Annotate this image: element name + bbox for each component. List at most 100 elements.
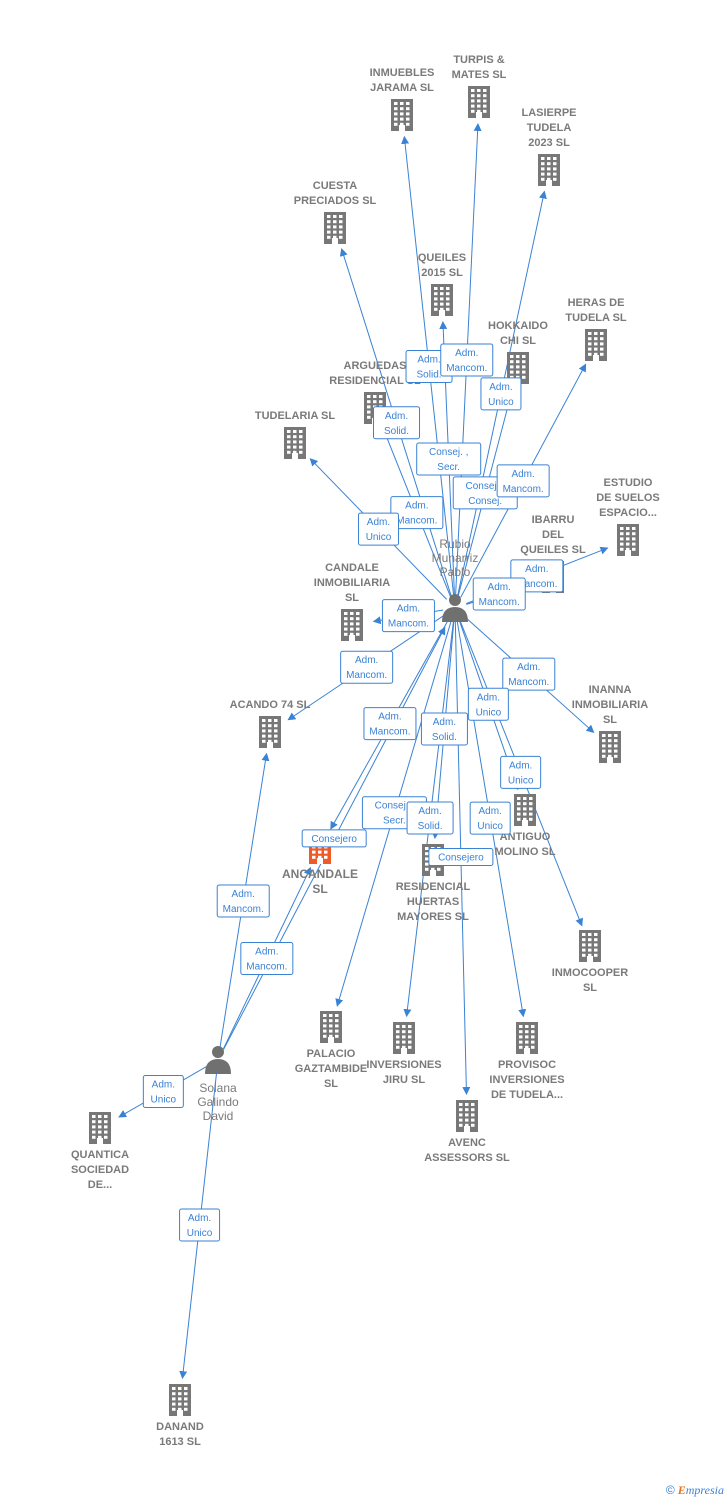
company-name-line: DE... <box>88 1179 112 1191</box>
company-name-line: 2015 SL <box>421 267 463 279</box>
copyright-symbol: © <box>665 1483 675 1497</box>
edge-label-text: Adm. <box>378 712 401 723</box>
edge-label-rubio-residencial[interactable]: Adm.Solid. <box>420 712 468 746</box>
edge-label-solana-danand[interactable]: Adm.Unico <box>179 1208 221 1242</box>
brand-watermark[interactable]: ©Empresia <box>666 1483 724 1498</box>
company-name-line: INMOBILIARIA <box>314 577 390 589</box>
edge-label-text: Adm. <box>525 564 548 575</box>
edge-label-text: Consej. , <box>465 481 504 492</box>
edge-label-rubio-ancandale[interactable]: Adm. Mancom. <box>363 707 417 741</box>
edge-label-solana-acando[interactable]: Adm.Mancom. <box>216 884 270 918</box>
company-name-line: SL <box>603 714 617 726</box>
person-icon <box>205 1046 231 1074</box>
building-icon <box>514 794 536 826</box>
company-name-line: 1613 SL <box>159 1436 201 1448</box>
node-turpis[interactable]: TURPIS &MATES SL <box>452 54 507 118</box>
person-icon <box>442 594 468 622</box>
edge-label-text: Mancom. <box>503 484 544 495</box>
edge-label-rubio-inmocooper[interactable]: Adm.Unico <box>500 755 542 789</box>
company-name-line: ESTUDIO <box>604 477 653 489</box>
company-name-line: INMOCOOPER <box>552 967 628 979</box>
company-name-line: CHI SL <box>500 335 536 347</box>
edge-label-rubio-cuesta[interactable]: Adm.Solid. <box>373 406 421 440</box>
company-name-line: RESIDENCIAL <box>396 881 471 893</box>
edge-label-rubio-jiru[interactable]: Adm.Solid. <box>406 801 454 835</box>
node-tudelaria[interactable]: TUDELARIA SL <box>255 410 336 459</box>
building-icon <box>320 1011 342 1043</box>
company-name-line: JIRU SL <box>383 1074 425 1086</box>
building-icon <box>259 716 281 748</box>
edge-label-text: Adm. <box>418 806 441 817</box>
edge-label-rubio-heras[interactable]: Adm.Mancom. <box>496 464 550 498</box>
node-jiru[interactable]: INVERSIONES JIRU SL <box>366 1022 442 1086</box>
edge-label-text: Mancom. <box>369 727 410 738</box>
edge-label-rubio-inanna[interactable]: Adm. Mancom. <box>502 657 556 691</box>
node-queiles[interactable]: QUEILES 2015 SL <box>418 252 466 316</box>
building-icon <box>284 427 306 459</box>
node-quantica[interactable]: QUANTICASOCIEDADDE... <box>71 1112 129 1191</box>
building-icon <box>431 284 453 316</box>
building-icon <box>456 1100 478 1132</box>
edge-label-rubio-tudelaria[interactable]: Adm.Unico <box>357 512 399 546</box>
edge-label-text: Adm. <box>517 662 540 673</box>
company-name-line: INVERSIONES <box>366 1059 441 1071</box>
edge-label-rubio-avenc[interactable]: Consejero <box>428 848 494 867</box>
brand-initial: E <box>677 1483 686 1497</box>
edge-label-text: Secr. <box>383 816 406 827</box>
edges-layer <box>118 122 609 1380</box>
edge-label-rubio-turpis[interactable]: Adm.Mancom. <box>440 343 494 377</box>
person-name-line: Solana <box>199 1081 237 1095</box>
edge-label-rubio-antiguo[interactable]: Adm.Unico <box>467 687 509 721</box>
edge-label-rubio-candale[interactable]: Adm.Mancom. <box>381 599 435 633</box>
company-name-line: HUERTAS <box>407 896 459 908</box>
building-icon <box>341 609 363 641</box>
edge-label-solana-quantica[interactable]: Adm.Unico <box>142 1075 184 1109</box>
edge-label-text: Adm. <box>152 1080 175 1091</box>
edge-label-text: Adm. <box>367 517 390 528</box>
edge-labels-layer: Adm.Solid.Adm.Mancom.Adm.UnicoAdm.Solid.… <box>142 343 564 1242</box>
edge-label-text: Mancom. <box>223 904 264 915</box>
edge-label-rubio-ibarru[interactable]: Adm.Mancom. <box>472 577 526 611</box>
company-name-line: SL <box>583 982 597 994</box>
edge-label-text: Consejero <box>438 853 484 864</box>
building-icon <box>579 930 601 962</box>
company-name-line: TUDELA <box>527 122 572 134</box>
edge-label-solana-rubio[interactable]: Consejero <box>301 829 367 848</box>
company-name-line: INVERSIONES <box>489 1074 564 1086</box>
node-inmocooper[interactable]: INMOCOOPER SL <box>552 930 628 994</box>
edge-label-text: Unico <box>476 707 502 718</box>
node-acando[interactable]: ACANDO 74 SL <box>230 699 311 748</box>
company-name-line: SL <box>345 592 359 604</box>
edge-label-text: Secr. <box>437 462 460 473</box>
company-name-line: QUEILES <box>418 252 466 264</box>
edge-label-rubio-provisoc[interactable]: Adm.Unico <box>469 801 511 835</box>
edge-label-text: Adm. <box>455 348 478 359</box>
edge-label-text: Mancom. <box>508 677 549 688</box>
edge-label-rubio-acando[interactable]: Adm.Mancom. <box>340 650 394 684</box>
edge-label-solana-ancandale[interactable]: Adm.Mancom. <box>240 942 294 976</box>
edge-label-text: Adm. <box>355 655 378 666</box>
edge-label-text: Adm. <box>405 501 428 512</box>
company-name-line: LASIERPE <box>521 107 576 119</box>
edge-label-rubio-lasierpe[interactable]: Adm.Unico <box>480 377 522 411</box>
edge-label-rubio-queiles[interactable]: Consej. ,Secr. <box>416 442 482 476</box>
edge-label-text: Adm. <box>188 1213 211 1224</box>
edge-label-text: Adm. <box>397 604 420 615</box>
